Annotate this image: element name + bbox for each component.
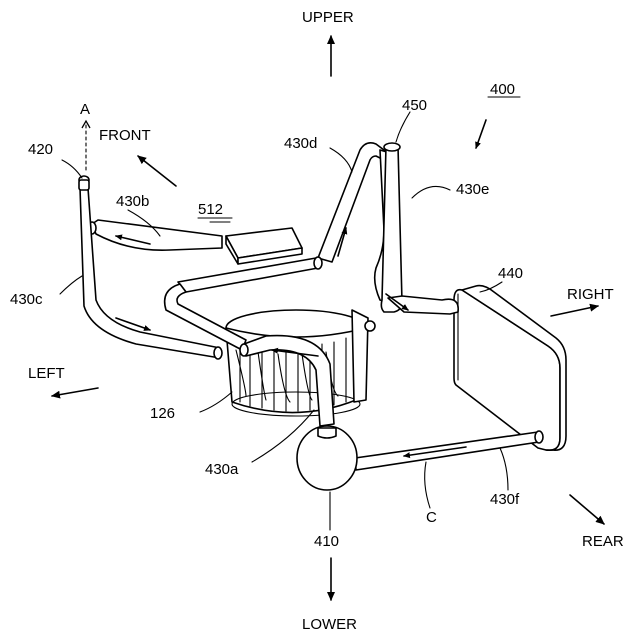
ref-450: 450 — [402, 97, 427, 114]
rear-arrow — [570, 495, 604, 524]
ref-440: 440 — [498, 265, 523, 282]
right-arrow — [551, 306, 598, 316]
label-front: FRONT — [99, 127, 151, 144]
ref-126: 126 — [150, 405, 175, 422]
label-axis-a: A — [80, 101, 90, 118]
left-arrow — [52, 388, 98, 396]
front-arrow — [138, 156, 176, 186]
label-flow-c: C — [426, 509, 437, 526]
ref-430c: 430c — [10, 291, 43, 308]
pipe-430f — [355, 431, 543, 470]
ref-430e: 430e — [456, 181, 489, 198]
ref-430d: 430d — [284, 135, 317, 152]
ref-410: 410 — [314, 533, 339, 550]
basket-126 — [226, 310, 375, 416]
label-upper: UPPER — [302, 9, 354, 26]
label-right: RIGHT — [567, 286, 614, 303]
label-rear: REAR — [582, 533, 624, 550]
ref-420: 420 — [28, 141, 53, 158]
ref-430a: 430a — [205, 461, 239, 478]
ref-430f: 430f — [490, 491, 520, 508]
pipe-430d-430e — [318, 143, 458, 314]
label-lower: LOWER — [302, 616, 357, 633]
pump-410 — [297, 426, 357, 490]
sensor-420 — [79, 180, 89, 190]
ref-512: 512 — [198, 201, 223, 218]
pipe-430b — [88, 220, 302, 264]
ref-430b: 430b — [116, 193, 149, 210]
heater-440 — [454, 286, 566, 451]
label-left: LEFT — [28, 365, 65, 382]
ref-400: 400 — [490, 81, 515, 98]
